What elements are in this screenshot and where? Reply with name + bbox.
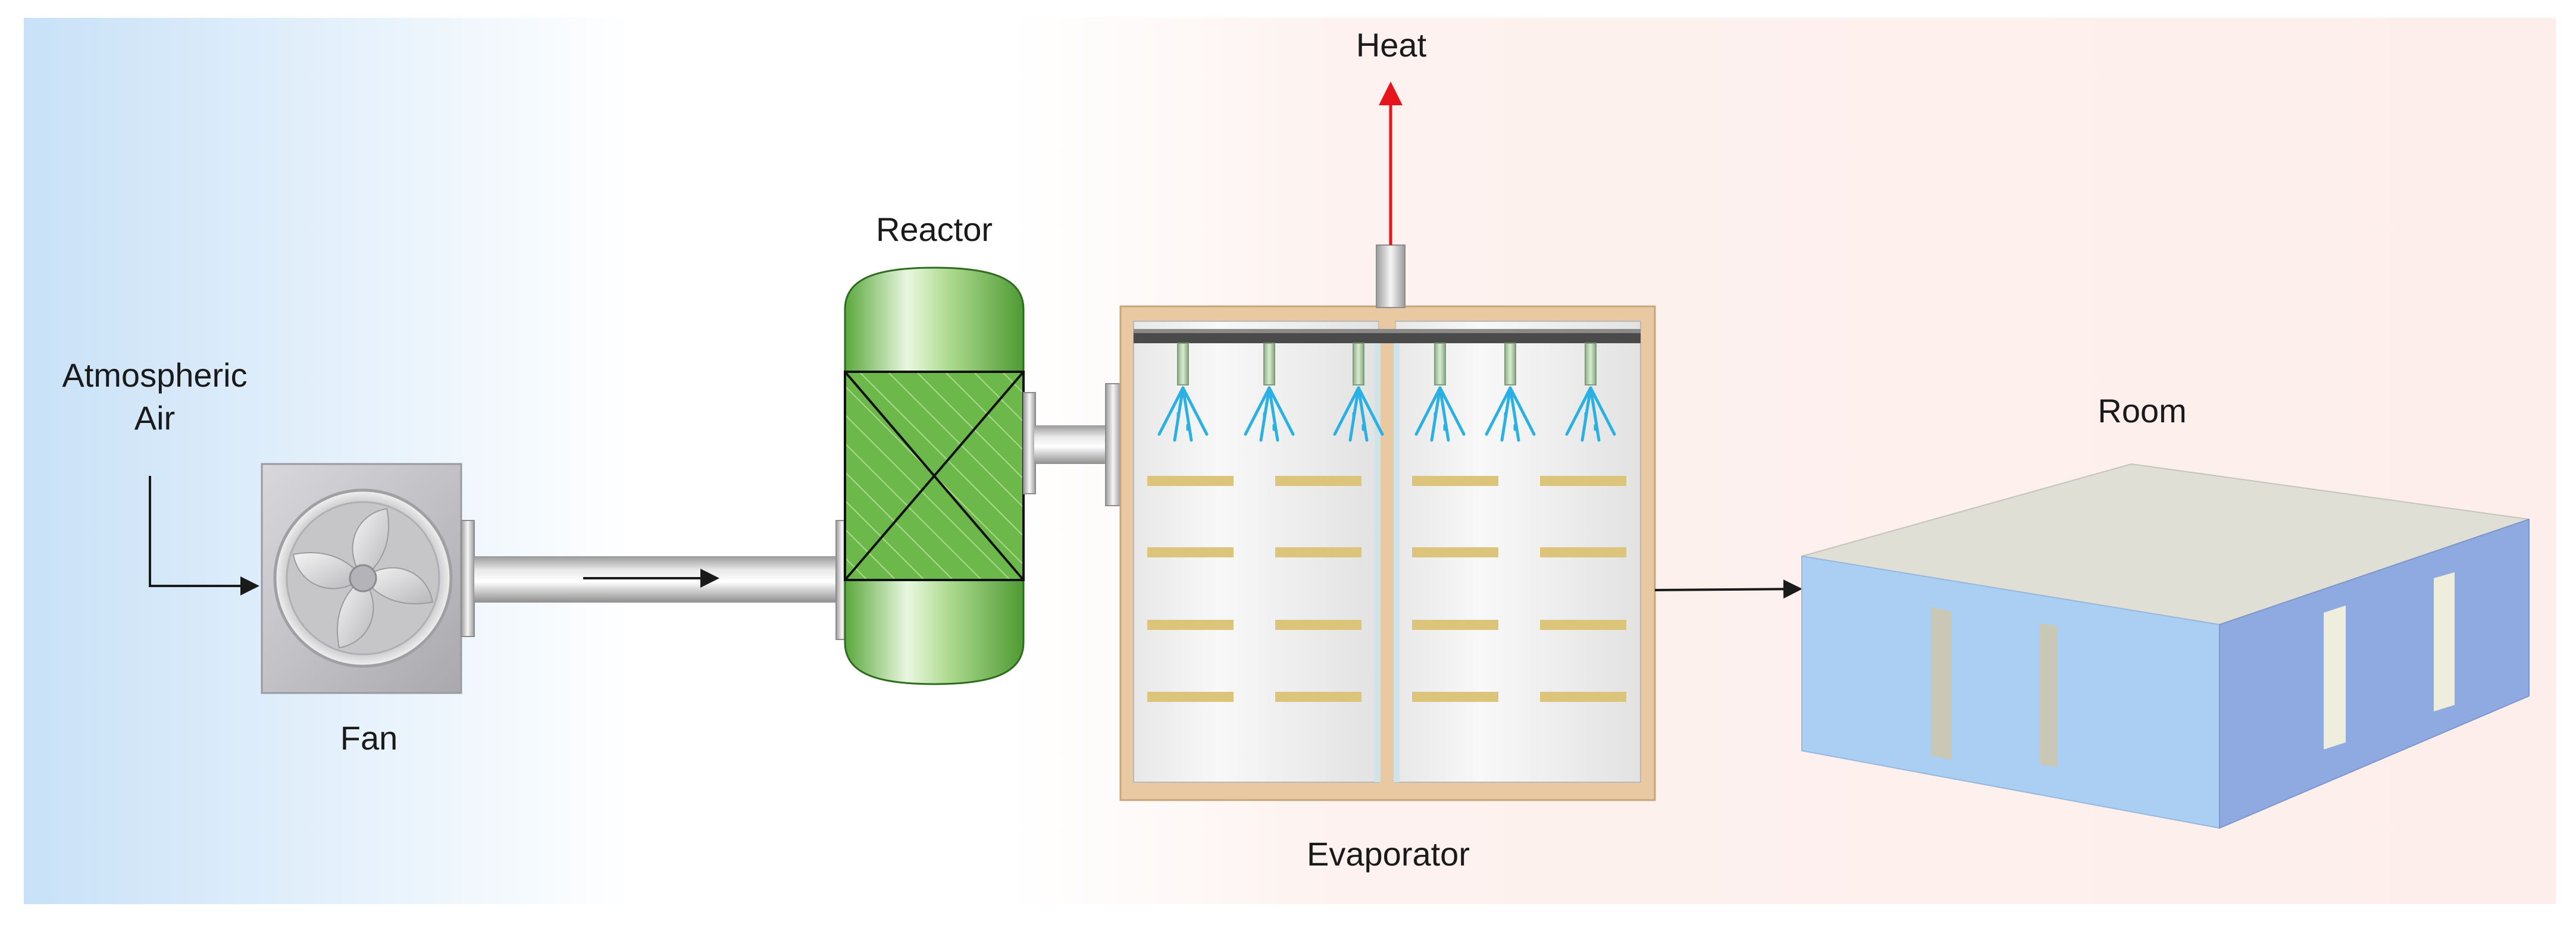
spray-nozzle-icon: [1414, 343, 1466, 442]
evaporator-tray: [1412, 692, 1498, 702]
evaporator-tray: [1147, 476, 1234, 486]
evaporator-inlet-flange: [1105, 383, 1121, 506]
room-label: Room: [2098, 392, 2187, 429]
heat-outlet-pipe: [1376, 244, 1406, 308]
fan-label: Fan: [340, 719, 398, 757]
evaporator-tray: [1540, 476, 1626, 486]
atmospheric-air-line1: Atmospheric: [62, 356, 248, 394]
heat-label: Heat: [1356, 26, 1427, 64]
evaporator-tray: [1540, 547, 1626, 557]
atmospheric-air-line2: Air: [134, 399, 176, 437]
evaporator-tray: [1412, 547, 1498, 557]
spray-nozzles: [1157, 343, 1616, 442]
evaporator-tray: [1412, 476, 1498, 486]
reactor-icon: [844, 266, 1025, 685]
flow-to-room-arrow: [1654, 579, 1802, 599]
spray-nozzle-icon: [1485, 343, 1536, 442]
evaporator-tray: [1275, 692, 1361, 702]
evaporator-tray: [1275, 620, 1361, 630]
reactor-label: Reactor: [875, 211, 993, 248]
spray-nozzle-icon: [1244, 343, 1295, 442]
evaporator-trays: [1147, 476, 1626, 702]
reactor-outlet-flange: [1023, 392, 1036, 494]
spray-nozzle-icon: [1565, 343, 1616, 442]
air-inlet-arrow: [149, 476, 259, 595]
evaporator-tray: [1540, 692, 1626, 702]
spray-nozzle-icon: [1157, 343, 1209, 442]
spray-nozzle-icon: [1333, 343, 1384, 442]
fan-icon: [261, 463, 475, 694]
room-icon: [1801, 463, 2530, 829]
evaporator-tray: [1540, 620, 1626, 630]
evaporator-tray: [1147, 692, 1234, 702]
evaporator-tray: [1147, 620, 1234, 630]
pipe-reactor-evaporator: [1034, 425, 1109, 464]
evaporator-tray: [1275, 476, 1361, 486]
atmospheric-air-label: Atmospheric Air: [36, 354, 274, 440]
evaporator-tray: [1412, 620, 1498, 630]
evaporator-tray: [1275, 547, 1361, 557]
evaporator-tray: [1147, 547, 1234, 557]
evaporator-label: Evaporator: [1307, 835, 1470, 873]
